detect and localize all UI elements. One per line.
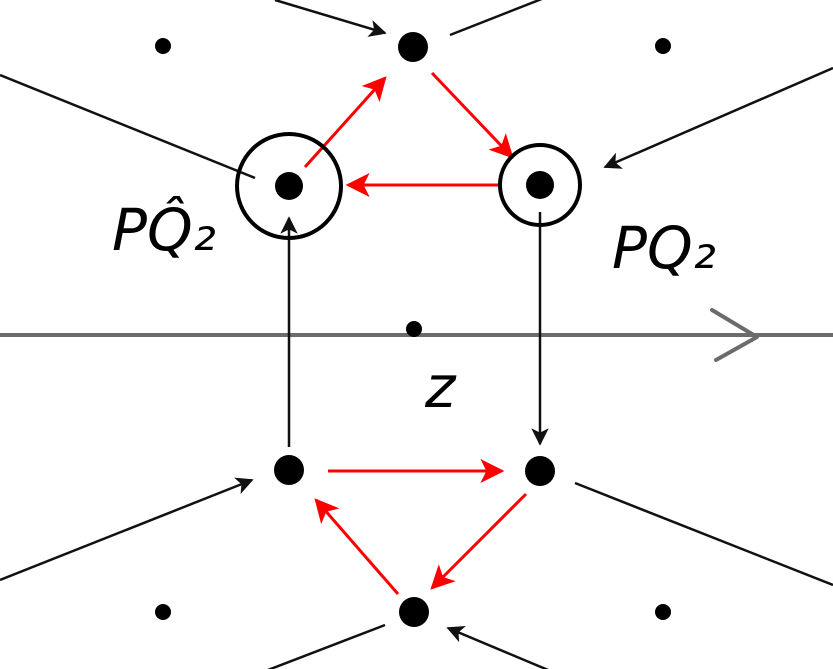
edge-bottomright-out xyxy=(574,481,833,587)
edge-topleft-in xyxy=(274,0,387,37)
lattice-dot xyxy=(155,604,171,620)
right-vertex-ring xyxy=(498,143,582,227)
left-vertex-label: PQ̂₂ xyxy=(112,195,216,264)
lattice-dot xyxy=(655,38,671,54)
lattice-dot xyxy=(655,604,671,620)
red-edge-left-to-top xyxy=(303,76,387,169)
edge-bottom-out xyxy=(267,623,386,669)
chevron-right-icon xyxy=(710,308,759,362)
red-edge-top-to-right xyxy=(430,71,514,159)
left-vertex-ring xyxy=(235,132,343,240)
edge-bottom-in xyxy=(446,626,549,669)
ring-icon xyxy=(235,132,582,240)
lattice-dot xyxy=(155,38,171,54)
red-edges xyxy=(303,71,528,595)
edge-top-out xyxy=(449,0,543,37)
edge-bottomleft-in xyxy=(0,477,254,582)
lattice-dot xyxy=(406,321,422,337)
right-vertex-label: PQ₂ xyxy=(612,214,716,282)
node-left xyxy=(275,172,303,200)
node-bottom-right xyxy=(525,456,555,486)
node-bottom-left xyxy=(274,455,304,485)
nodes xyxy=(155,32,671,627)
edge-left-out xyxy=(0,73,256,180)
node-right xyxy=(526,171,554,199)
red-edge-bottom-to-left xyxy=(314,498,400,595)
node-top xyxy=(398,32,428,62)
axis-label: z xyxy=(424,353,457,421)
red-edge-right-to-bottom xyxy=(430,492,528,590)
edge-right-in xyxy=(603,66,833,169)
node-bottom xyxy=(399,597,429,627)
